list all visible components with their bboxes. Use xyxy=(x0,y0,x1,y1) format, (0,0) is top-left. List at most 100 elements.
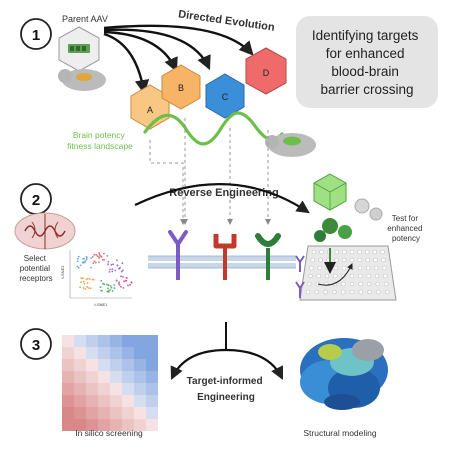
tsne-x-label: t-SNE1 xyxy=(95,302,109,307)
tsne-dot xyxy=(116,259,118,262)
variant-b-shape xyxy=(161,64,201,110)
heatmap-cell xyxy=(110,347,122,359)
selected-capsid-icon xyxy=(313,173,347,211)
tsne-dot xyxy=(123,280,125,283)
heatmap-cell xyxy=(86,419,98,431)
tsne-dot xyxy=(107,287,109,290)
plate-well xyxy=(308,273,313,279)
heatmap-cell xyxy=(86,347,98,359)
landscape-label-line-1: Brain potency xyxy=(73,130,126,140)
plate-well xyxy=(349,289,355,295)
brain-section-icon xyxy=(14,212,76,250)
tsne-dot xyxy=(81,277,84,279)
heatmap-cell xyxy=(134,395,146,407)
plate-well xyxy=(365,249,370,255)
plate-well xyxy=(357,257,362,263)
tsne-dot xyxy=(115,279,118,282)
step-2-number: 2 xyxy=(32,192,40,209)
plate-well xyxy=(366,281,372,287)
heatmap-cell xyxy=(146,371,158,383)
plate-well xyxy=(341,281,346,287)
heatmap-cell xyxy=(122,347,134,359)
heatmap-cell xyxy=(98,395,110,407)
heatmap-cell xyxy=(110,395,122,407)
tsne-dot xyxy=(112,263,115,266)
treated-mouse-icon xyxy=(265,133,316,157)
plate-well xyxy=(349,273,355,279)
heatmap-cell xyxy=(134,347,146,359)
plate-well xyxy=(334,257,339,263)
target-line-1: Target-informed xyxy=(187,376,263,387)
variant-d: D xyxy=(245,47,287,95)
plate-well xyxy=(307,281,312,287)
dashed-connectors xyxy=(149,118,271,225)
heatmap-cell xyxy=(110,359,122,371)
tsne-dot xyxy=(107,263,109,266)
plate-well xyxy=(317,265,322,271)
receptor-green xyxy=(255,233,281,280)
plate-well xyxy=(324,273,330,279)
heading-line-2: for enhanced xyxy=(326,46,405,61)
plate-well xyxy=(375,281,380,287)
tsne-dot xyxy=(111,270,114,273)
tsne-dot xyxy=(79,264,82,267)
tsne-dot xyxy=(92,262,95,264)
tsne-dot xyxy=(91,256,94,258)
tsne-dot xyxy=(129,283,132,286)
tsne-dot xyxy=(98,253,101,256)
step-1-marker: 1 xyxy=(20,18,52,50)
tsne-dot xyxy=(91,278,94,281)
target-informed-label: Target-informed Engineering xyxy=(187,376,266,403)
tsne-dot xyxy=(127,284,129,287)
heatmap-cell xyxy=(74,383,86,395)
heatmap-cell xyxy=(86,371,98,383)
plate-well xyxy=(357,265,363,271)
tsne-dot xyxy=(120,275,122,278)
variant-a-label: A xyxy=(147,105,153,115)
tsne-y-label: t-SNE2 xyxy=(60,265,65,279)
tsne-dot xyxy=(121,262,124,265)
heatmap-cell xyxy=(122,359,134,371)
cell-membrane xyxy=(148,255,296,269)
plate-well xyxy=(349,257,355,263)
heatmap-cell xyxy=(86,407,98,419)
heatmap-cell xyxy=(134,383,146,395)
heatmap-cell xyxy=(134,407,146,419)
heatmap-cell xyxy=(86,335,98,347)
plate-well xyxy=(367,289,372,295)
heatmap-cell xyxy=(62,359,74,371)
heatmap-cell xyxy=(62,347,74,359)
tsne-dot xyxy=(86,286,89,288)
variant-d-shape xyxy=(245,47,287,95)
heatmap-cell xyxy=(98,359,110,371)
heading-box: Identifying targets for enhanced blood-b… xyxy=(296,16,438,108)
plate-well xyxy=(349,281,355,287)
heatmap-cell xyxy=(98,347,110,359)
test-potency-label: Test for enhanced potency xyxy=(387,214,424,243)
tsne-dot xyxy=(118,284,121,286)
tsne-dot xyxy=(89,287,92,290)
plate-well xyxy=(342,249,347,255)
tsne-dot xyxy=(77,260,79,263)
plate-well xyxy=(342,257,347,263)
plate-well xyxy=(334,249,339,255)
plate-well xyxy=(380,249,385,255)
tsne-dot xyxy=(107,284,110,286)
heatmap-cell xyxy=(62,383,74,395)
in-silico-heatmap xyxy=(62,335,158,431)
heatmap-cell xyxy=(74,359,86,371)
variant-c: C xyxy=(205,73,245,119)
plate-well xyxy=(383,273,388,279)
plate-well xyxy=(333,273,338,279)
plate-well xyxy=(366,273,371,279)
step-1-number: 1 xyxy=(32,27,40,44)
plate-well xyxy=(316,273,321,279)
directed-evolution-label: Directed Evolution xyxy=(177,8,275,33)
tsne-dot xyxy=(87,277,89,280)
heatmap-cell xyxy=(122,383,134,395)
parent-aav-icon xyxy=(58,26,100,72)
plate-well xyxy=(373,257,378,263)
heatmap-cell xyxy=(146,383,158,395)
tsne-dot xyxy=(81,261,84,264)
tsne-dot xyxy=(130,281,133,284)
